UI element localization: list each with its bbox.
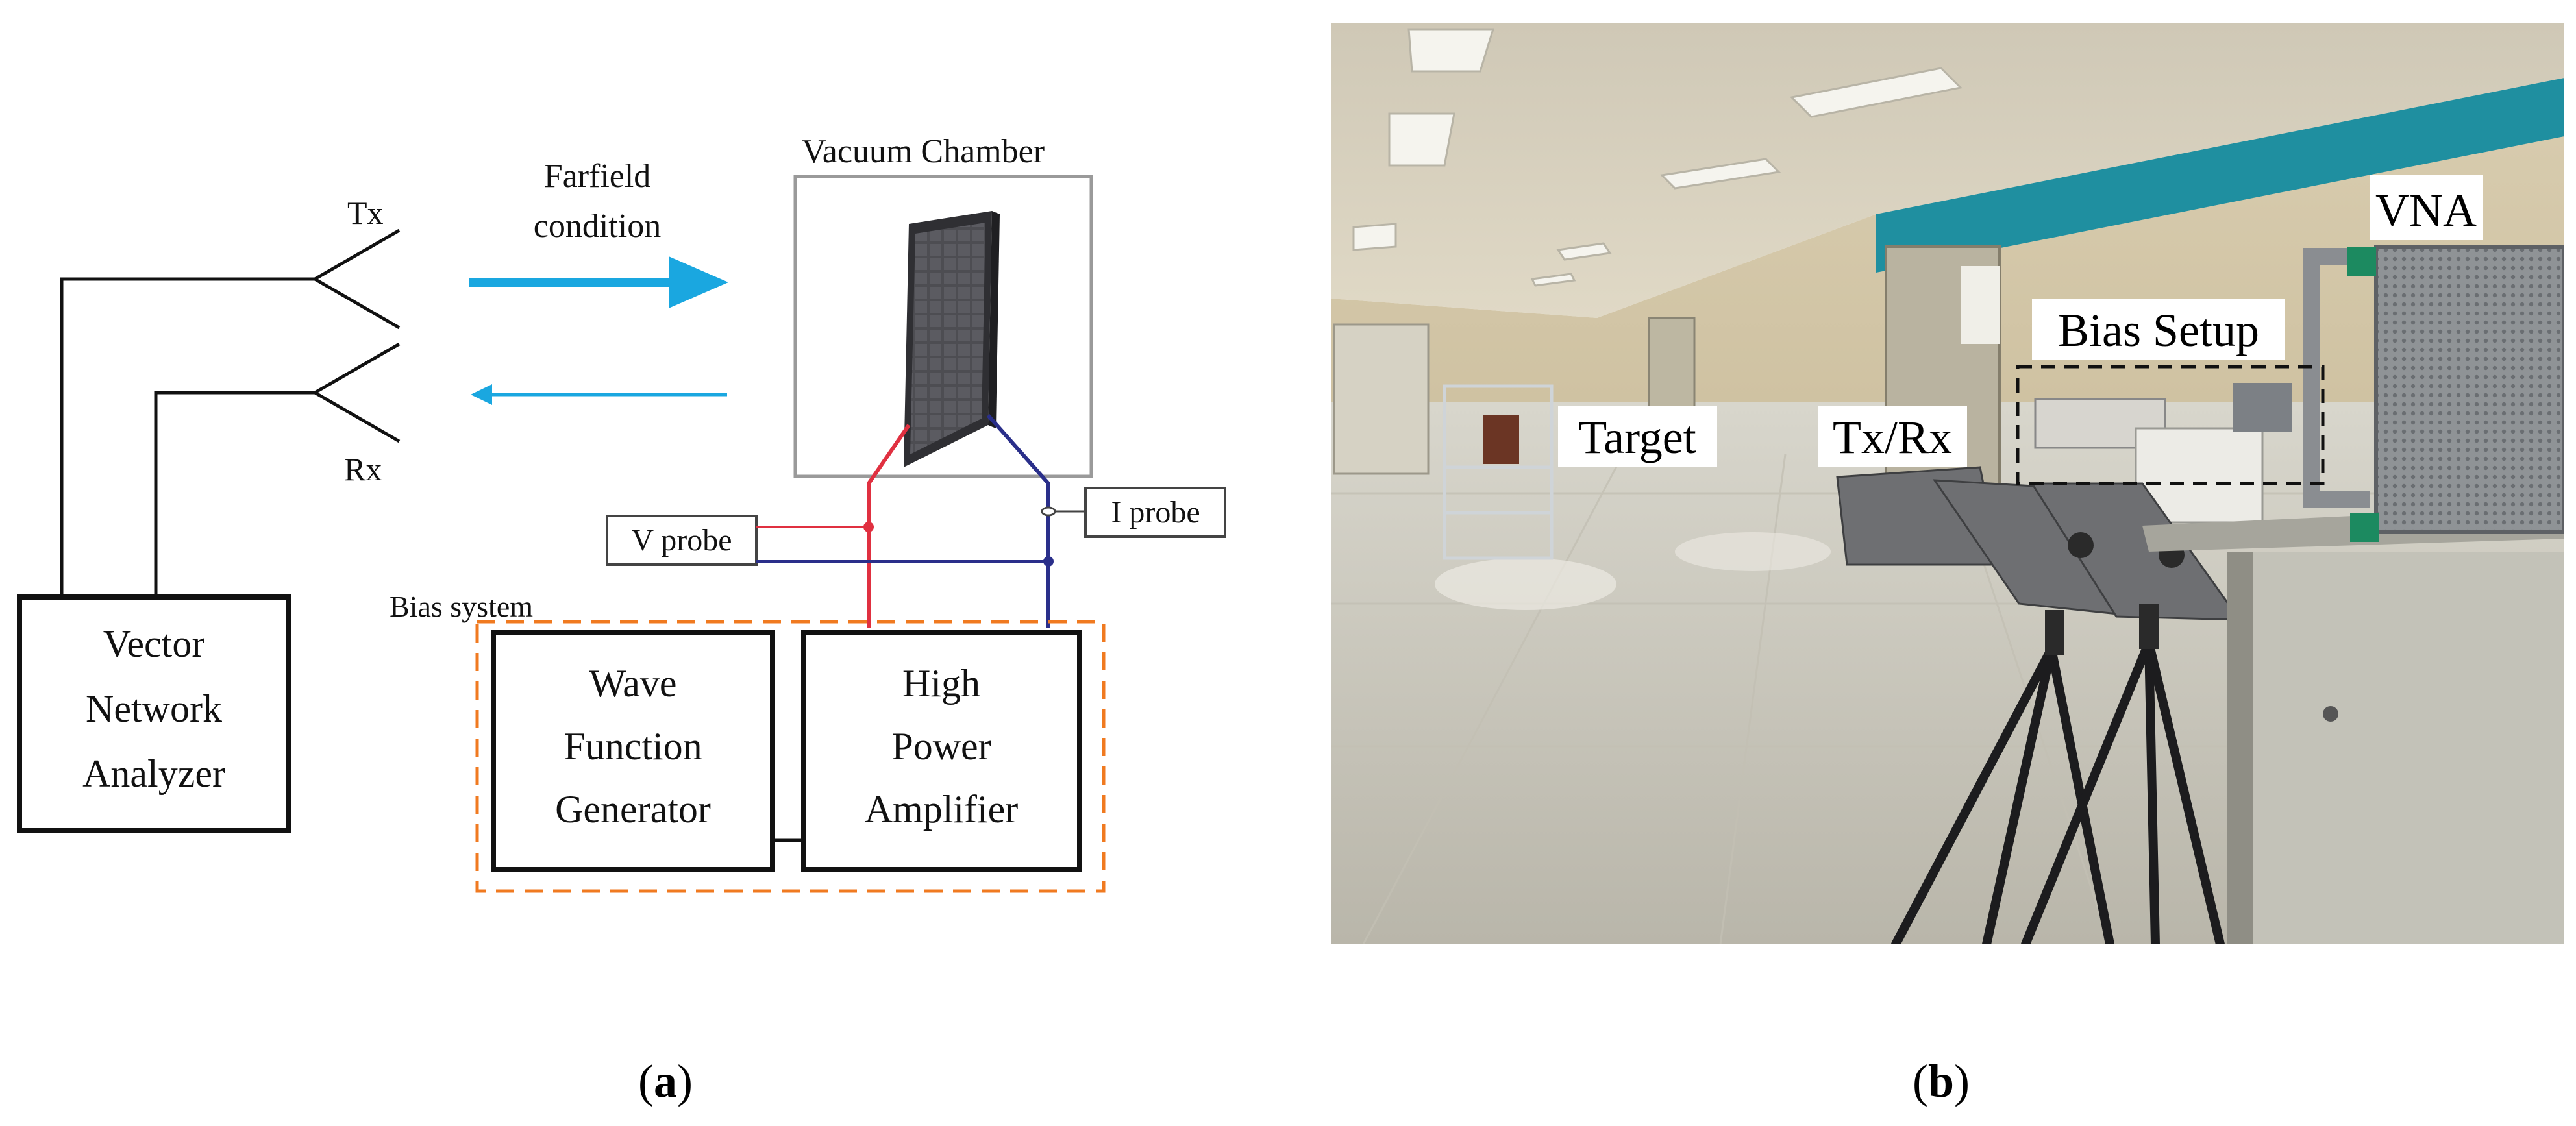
target-sample bbox=[1483, 415, 1519, 464]
photo-label-txrx: Tx/Rx bbox=[1818, 406, 1967, 467]
farfield-label-line-2: condition bbox=[534, 208, 661, 245]
wfg-box: Wave Function Generator bbox=[491, 630, 775, 872]
schematic: Vector Network Analyzer Tx Rx Farfield c… bbox=[17, 133, 1226, 893]
rx-label: Rx bbox=[344, 451, 382, 487]
vna-box: Vector Network Analyzer bbox=[17, 594, 291, 833]
vacuum-chamber-box bbox=[793, 175, 1093, 478]
i-probe-box bbox=[1084, 487, 1226, 538]
svg-text:Bias Setup: Bias Setup bbox=[2058, 304, 2259, 356]
photo-label-target: Target bbox=[1558, 406, 1717, 467]
caption-a: (a) bbox=[638, 1055, 693, 1107]
caption-b: (b) bbox=[1913, 1055, 1970, 1107]
negative-wire bbox=[986, 414, 1050, 628]
v-probe-label: V probe bbox=[631, 523, 732, 557]
i-probe-clamp-icon bbox=[1041, 506, 1056, 517]
hpa-box-line-2: Power bbox=[891, 725, 991, 768]
bias-system-label: Bias system bbox=[390, 590, 533, 623]
vna-box-line-1: Vector bbox=[103, 622, 205, 665]
vna-box-line-2: Network bbox=[86, 687, 222, 730]
hpa-box: High Power Amplifier bbox=[801, 630, 1082, 872]
wfg-box-line-1: Wave bbox=[589, 662, 676, 705]
farfield-label-line-1: Farfield bbox=[544, 158, 651, 195]
lab-photo: VNA Bias Setup Target Tx/Rx bbox=[1331, 23, 2564, 944]
i-probe-label: I probe bbox=[1111, 495, 1200, 530]
hpa-box-line-3: Amplifier bbox=[865, 788, 1019, 831]
v-probe-box bbox=[606, 515, 758, 566]
svg-text:Tx/Rx: Tx/Rx bbox=[1833, 411, 1952, 463]
tx-cable bbox=[60, 277, 315, 597]
vna-box-line-3: Analyzer bbox=[82, 752, 225, 795]
return-arrow-icon bbox=[471, 384, 727, 405]
tx-antenna-icon bbox=[314, 228, 401, 330]
v-probe-node-positive bbox=[863, 522, 874, 532]
forward-arrow-icon bbox=[469, 256, 728, 308]
wfg-box-line-2: Function bbox=[564, 725, 702, 768]
metasurface-panel-icon bbox=[904, 211, 1000, 467]
svg-text:Target: Target bbox=[1578, 411, 1696, 463]
positive-wire bbox=[867, 424, 911, 628]
bias-setup-outline bbox=[2016, 365, 2325, 485]
rx-cable bbox=[154, 391, 315, 597]
v-probe-node-negative bbox=[1043, 556, 1054, 567]
vacuum-chamber-label: Vacuum Chamber bbox=[802, 133, 1045, 170]
tx-label: Tx bbox=[347, 195, 384, 231]
rx-antenna-icon bbox=[314, 342, 401, 443]
photo-label-vna: VNA bbox=[2370, 175, 2483, 240]
wfg-box-line-3: Generator bbox=[555, 788, 711, 831]
photo-label-bias-setup: Bias Setup bbox=[2032, 299, 2285, 360]
hpa-box-line-1: High bbox=[902, 662, 980, 705]
svg-text:VNA: VNA bbox=[2375, 184, 2477, 236]
bias-system-border bbox=[475, 620, 1106, 893]
